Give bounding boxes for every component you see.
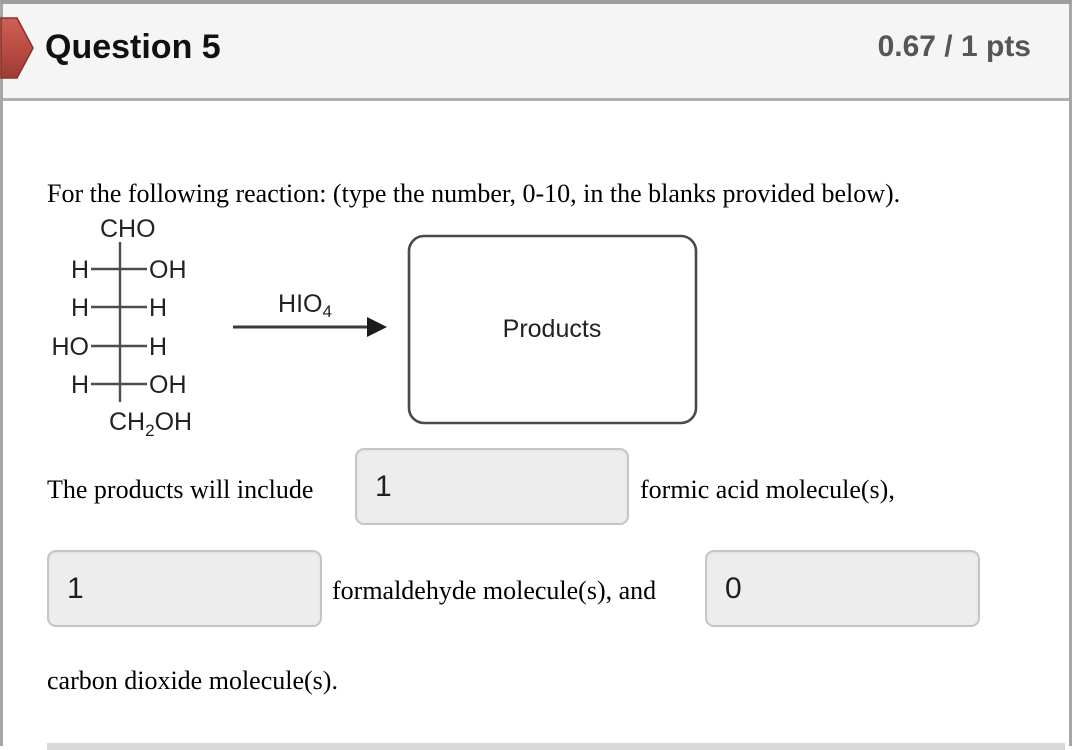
reagent-label: HIO4	[278, 290, 332, 321]
line1-after-text: formic acid molecule(s),	[640, 475, 895, 504]
line2-middle-text: formaldehyde molecule(s), and	[332, 576, 657, 605]
row1-left: H	[71, 256, 89, 284]
row3-right: H	[149, 333, 167, 361]
reaction-diagram: CHO H OH H H HO H H OH CH2OH HIO4 Produc…	[52, 215, 698, 440]
row4-left: H	[71, 371, 89, 399]
carbon-dioxide-count-input[interactable]	[705, 550, 980, 627]
formaldehyde-count-input[interactable]	[47, 550, 322, 627]
formic-acid-count-input[interactable]	[355, 448, 629, 525]
reaction-arrow-head	[367, 317, 387, 337]
row3-left: HO	[52, 333, 90, 361]
row2-left: H	[71, 294, 89, 322]
products-label: Products	[503, 315, 602, 343]
products-box	[407, 234, 698, 425]
question-marker-icon	[0, 17, 34, 79]
question-title: Question 5	[45, 28, 221, 66]
question-header: Question 5 0.67 / 1 pts	[0, 4, 1069, 101]
row1-right: OH	[149, 256, 187, 284]
row4-right: OH	[149, 371, 187, 399]
structure-bottom-group: CH2OH	[109, 408, 192, 440]
line1-before-text: The products will include	[47, 475, 314, 504]
row2-right: H	[149, 294, 167, 322]
structure-top-group: CHO	[100, 215, 156, 243]
question-prompt: For the following reaction: (type the nu…	[47, 179, 901, 208]
line3-text: carbon dioxide molecule(s).	[47, 666, 338, 695]
section-divider	[47, 743, 1065, 750]
question-score: 0.67 / 1 pts	[877, 30, 1031, 63]
